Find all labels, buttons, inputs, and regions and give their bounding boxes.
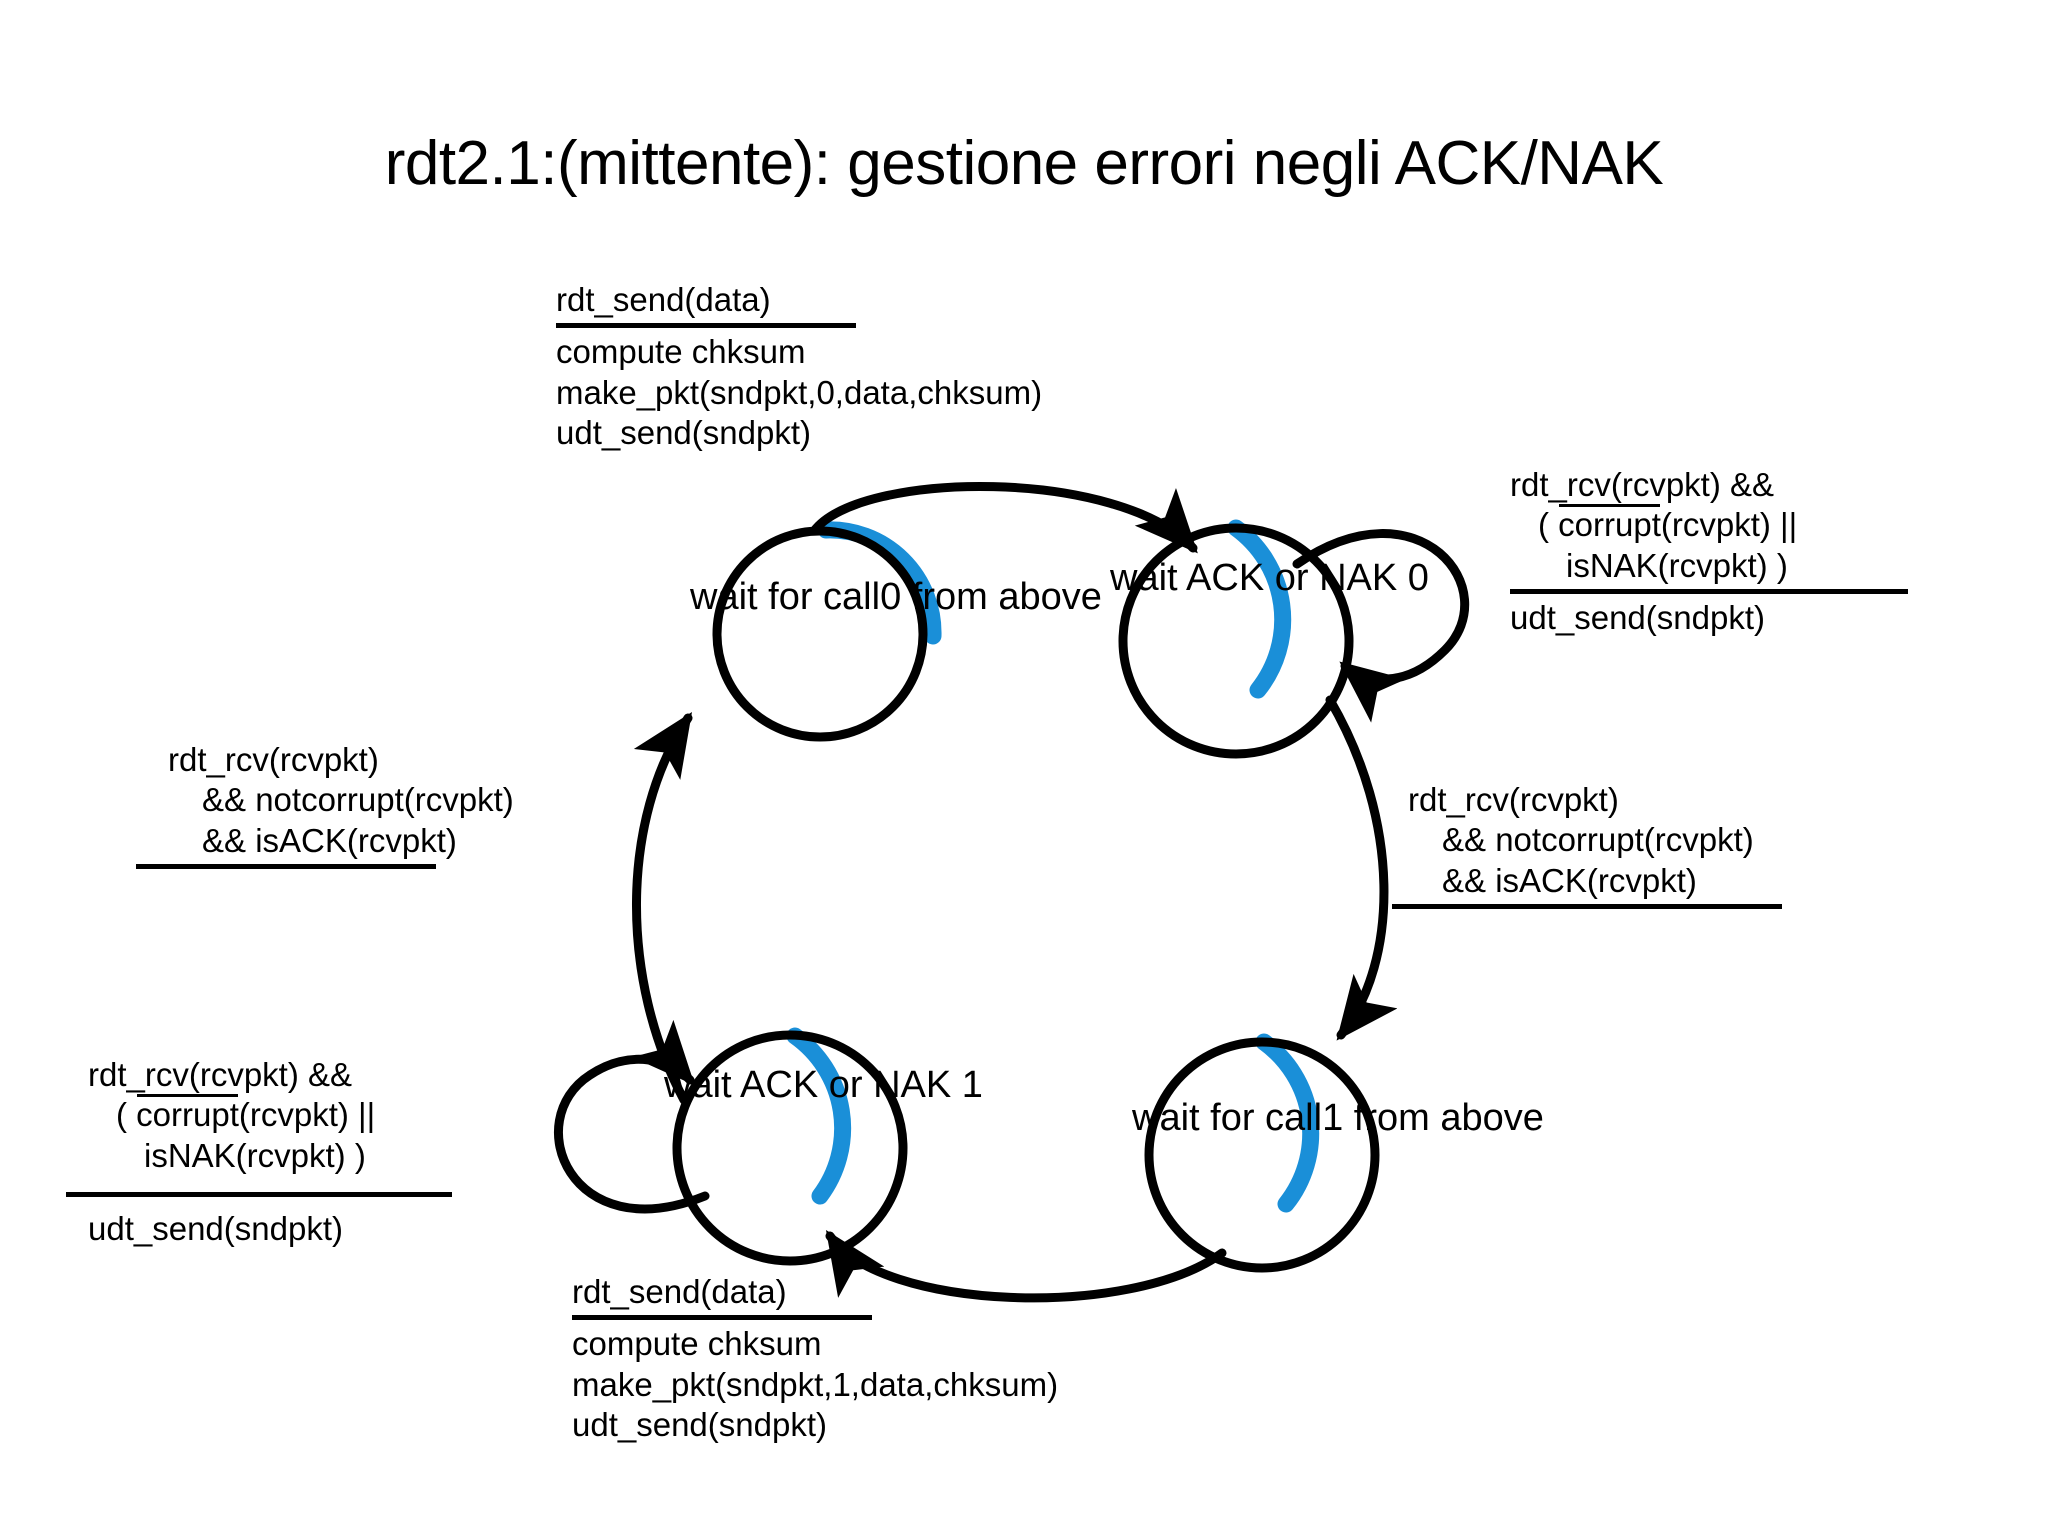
label-divider — [556, 323, 856, 329]
transition-action: udt_send(sndpkt) — [88, 1209, 343, 1247]
overline-corrupt: corrupt — [136, 1093, 239, 1135]
state-circle-wait-call1 — [1144, 1037, 1380, 1273]
transition-label-selfloop-nak0: rdt_rcv(rcvpkt) && ( corrupt(rcvpkt) || … — [1510, 465, 1950, 638]
accent-arc-wait-ack0 — [1227, 519, 1292, 699]
state-circles — [672, 523, 1380, 1273]
transition-condition: && notcorrupt(rcvpkt) — [202, 781, 514, 819]
label-divider — [66, 1191, 452, 1197]
transition-condition: rdt_rcv(rcvpkt) — [168, 741, 379, 778]
transition-condition: && isACK(rcvpkt) — [1442, 861, 1697, 899]
transition-condition: rdt_rcv(rcvpkt) && — [88, 1056, 353, 1093]
arrow-selfloop-nak1 — [553, 1019, 710, 1214]
transition-action: udt_send(sndpkt) — [572, 1405, 827, 1443]
transition-action: udt_send(sndpkt) — [1510, 598, 1765, 636]
transition-action: udt_send(sndpkt) — [556, 413, 811, 451]
transition-condition: && isACK(rcvpkt) — [202, 821, 457, 859]
transition-action: compute chksum — [556, 333, 806, 371]
transition-condition: rdt_rcv(rcvpkt) — [1408, 781, 1619, 818]
accent-arc-wait-ack1 — [786, 1027, 852, 1205]
accent-arc-wait-call1 — [1255, 1033, 1320, 1213]
transition-condition: rdt_send(data) — [556, 281, 771, 318]
page-title: rdt2.1:(mittente): gestione errori negli… — [384, 129, 1664, 198]
arrow-top-send0 — [809, 482, 1198, 554]
label-divider — [1510, 588, 1908, 594]
overline-corrupt: corrupt — [1558, 503, 1661, 545]
transition-action: compute chksum — [572, 1325, 822, 1363]
state-circle-wait-call0 — [712, 526, 928, 742]
transition-condition: isNAK(rcvpkt) ) — [1566, 546, 1788, 584]
transition-condition-rest: (rcvpkt) || — [1660, 506, 1798, 544]
paren-open: ( — [1538, 506, 1559, 544]
label-divider — [572, 1315, 872, 1321]
transition-arrows — [553, 482, 1469, 1303]
label-divider — [136, 863, 436, 869]
arrow-selfloop-nak0 — [1292, 529, 1469, 723]
state-circle-wait-ack0 — [1118, 523, 1354, 759]
transition-label-ack0-to-call1: rdt_rcv(rcvpkt) && notcorrupt(rcvpkt) &&… — [1392, 780, 1848, 913]
transition-label-selfloop-nak1: rdt_rcv(rcvpkt) && ( corrupt(rcvpkt) || … — [66, 1055, 518, 1249]
arrow-bottom-send1 — [825, 1230, 1227, 1303]
arrow-ack0-to-call1 — [1325, 695, 1398, 1041]
state-circle-wait-ack1 — [672, 1030, 908, 1266]
label-divider — [1392, 903, 1782, 909]
transition-condition-rest: (rcvpkt) || — [238, 1096, 376, 1134]
transition-label-ack1-to-call0: rdt_rcv(rcvpkt) && notcorrupt(rcvpkt) &&… — [136, 740, 598, 873]
paren-open: ( — [116, 1096, 137, 1134]
transition-label-top-send0: rdt_send(data) compute chksum make_pkt(s… — [556, 280, 1043, 453]
transition-condition: ( corrupt(rcvpkt) || — [1510, 503, 1950, 545]
transition-condition: && notcorrupt(rcvpkt) — [1442, 821, 1754, 859]
transition-condition: rdt_rcv(rcvpkt) && — [1510, 466, 1775, 503]
transition-condition: rdt_send(data) — [572, 1273, 787, 1310]
transition-condition: ( corrupt(rcvpkt) || — [88, 1093, 518, 1135]
transition-condition: isNAK(rcvpkt) ) — [144, 1136, 366, 1174]
transition-label-bottom-send1: rdt_send(data) compute chksum make_pkt(s… — [572, 1272, 1059, 1445]
transition-action: make_pkt(sndpkt,0,data,chksum) — [556, 373, 1043, 411]
transition-action: make_pkt(sndpkt,1,data,chksum) — [572, 1365, 1059, 1403]
arrow-ack1-to-call0 — [632, 712, 693, 1105]
